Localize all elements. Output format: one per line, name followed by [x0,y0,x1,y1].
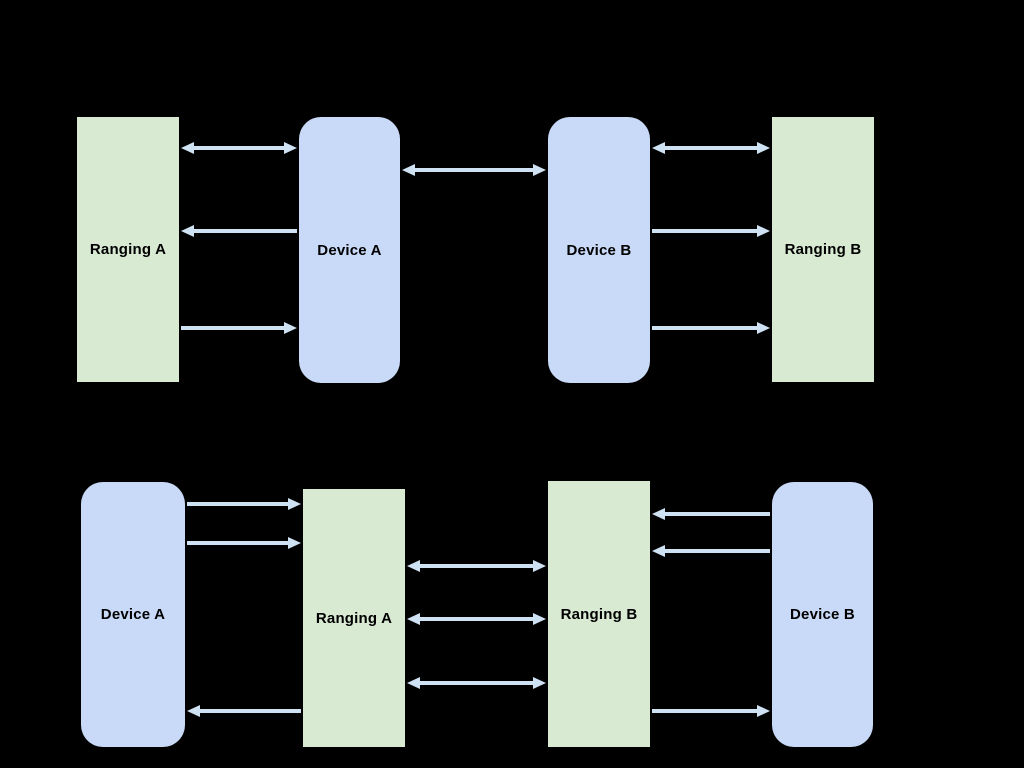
arrow-ranging-a-to-device-a [187,705,301,717]
arrow-shaft [662,146,760,150]
arrowhead-left-icon [652,508,665,520]
top-box-device-a: Device A [299,117,400,383]
arrowhead-left-icon [187,705,200,717]
arrowhead-right-icon [533,613,546,625]
box-label-ranging-a: Ranging A [89,241,167,258]
arrow-ranging-a-to-device-a [181,322,297,334]
arrowhead-left-icon [181,225,194,237]
arrow-device-b-to-ranging-b-bidirectional [652,142,770,154]
arrowhead-left-icon [181,142,194,154]
arrow-shaft [412,168,536,172]
arrow-shaft [417,564,536,568]
arrow-device-a-to-ranging-a [187,498,301,510]
arrow-shaft [652,709,760,713]
bottom-box-ranging-b: Ranging B [548,481,650,747]
arrow-shaft [652,229,760,233]
arrow-device-b-to-ranging-b [652,322,770,334]
arrow-shaft [187,502,291,506]
arrow-device-b-to-ranging-b [652,225,770,237]
arrowhead-right-icon [533,164,546,176]
arrow-shaft [662,512,770,516]
arrow-device-a-to-device-b-bidirectional [402,164,546,176]
arrowhead-right-icon [533,677,546,689]
arrow-device-a-to-ranging-a [187,537,301,549]
arrow-ranging-a-to-ranging-b-bidirectional [407,613,546,625]
bottom-box-device-b: Device B [772,482,873,747]
box-label-ranging-b: Ranging B [560,605,638,623]
arrowhead-right-icon [757,322,770,334]
arrowhead-right-icon [284,322,297,334]
arrow-ranging-b-to-device-b [652,705,770,717]
arrow-device-b-to-ranging-b [652,545,770,557]
arrow-shaft [417,617,536,621]
arrow-shaft [181,326,287,330]
top-box-device-b: Device B [548,117,650,383]
box-label-device-b: Device B [566,241,632,259]
arrowhead-right-icon [757,225,770,237]
box-label-device-b: Device B [790,606,855,623]
arrowhead-left-icon [407,677,420,689]
arrow-shaft [662,549,770,553]
arrowhead-left-icon [407,560,420,572]
arrow-ranging-a-to-device-a-bidirectional [181,142,297,154]
top-box-ranging-a: Ranging A [77,117,179,382]
arrowhead-right-icon [757,705,770,717]
arrowhead-right-icon [288,498,301,510]
arrow-ranging-a-to-ranging-b-bidirectional [407,560,546,572]
arrowhead-left-icon [652,545,665,557]
arrow-ranging-a-to-ranging-b-bidirectional [407,677,546,689]
arrow-shaft [652,326,760,330]
bottom-box-ranging-a: Ranging A [303,489,405,747]
arrow-shaft [197,709,301,713]
arrow-shaft [191,146,287,150]
arrow-shaft [417,681,536,685]
arrow-shaft [187,541,291,545]
arrowhead-right-icon [757,142,770,154]
box-label-ranging-b: Ranging B [784,241,862,258]
top-box-ranging-b: Ranging B [772,117,874,382]
arrow-device-b-to-ranging-b [652,508,770,520]
box-label-device-a: Device A [100,606,166,623]
arrowhead-right-icon [288,537,301,549]
box-label-ranging-a: Ranging A [315,609,393,627]
bottom-box-device-a: Device A [81,482,185,747]
box-label-device-a: Device A [317,241,382,259]
arrow-shaft [191,229,297,233]
arrowhead-left-icon [407,613,420,625]
arrowhead-left-icon [402,164,415,176]
arrowhead-left-icon [652,142,665,154]
arrowhead-right-icon [284,142,297,154]
arrow-device-a-to-ranging-a [181,225,297,237]
arrowhead-right-icon [533,560,546,572]
